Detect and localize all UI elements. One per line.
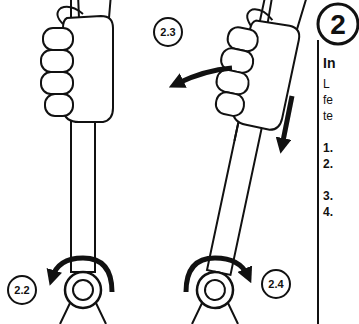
callout-number: 2.2 [14, 285, 29, 296]
step-heading: In [323, 56, 335, 70]
callout-number: 2.4 [268, 279, 283, 290]
body-text: fe [323, 94, 333, 106]
body-text: te [323, 110, 333, 122]
body-text: L [323, 78, 330, 90]
list-number: 2. [323, 158, 333, 170]
list-number: 1. [323, 142, 333, 154]
callout-number: 2.3 [160, 27, 175, 38]
list-number: 3. [323, 190, 333, 202]
step-number: 2 [330, 11, 346, 39]
list-number: 4. [323, 206, 333, 218]
